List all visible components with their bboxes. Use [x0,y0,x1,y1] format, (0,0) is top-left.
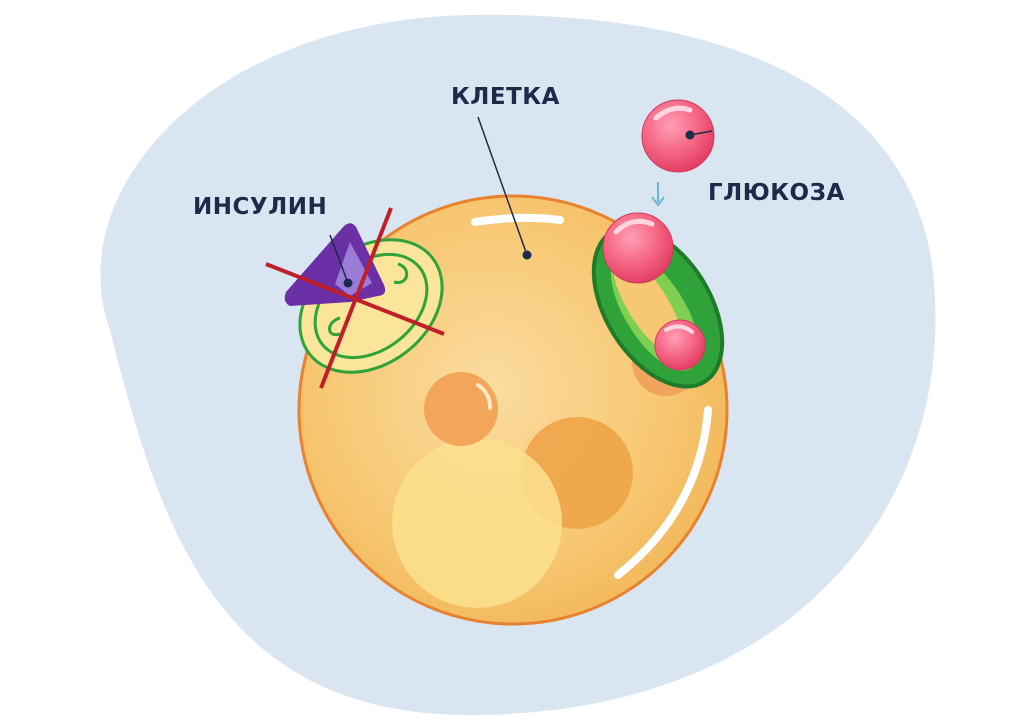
cell-label: КЛЕТКА [451,84,560,110]
organelle-small [424,372,498,446]
cell-highlight-top [471,213,564,226]
label-pointers [329,116,713,288]
glucose-molecule-entering [602,212,674,284]
glucose-molecule-inside [654,319,706,371]
red-cross-icon [265,207,445,389]
organelle-highlight [476,383,492,410]
glucose-label: ГЛЮКОЗА [708,180,845,206]
arrow-down-icon [651,182,665,207]
insulin-label: ИНСУЛИН [193,194,328,220]
glucose-molecule-free [641,99,715,173]
organelle-light [392,438,562,608]
cell-highlight-right [614,406,712,579]
